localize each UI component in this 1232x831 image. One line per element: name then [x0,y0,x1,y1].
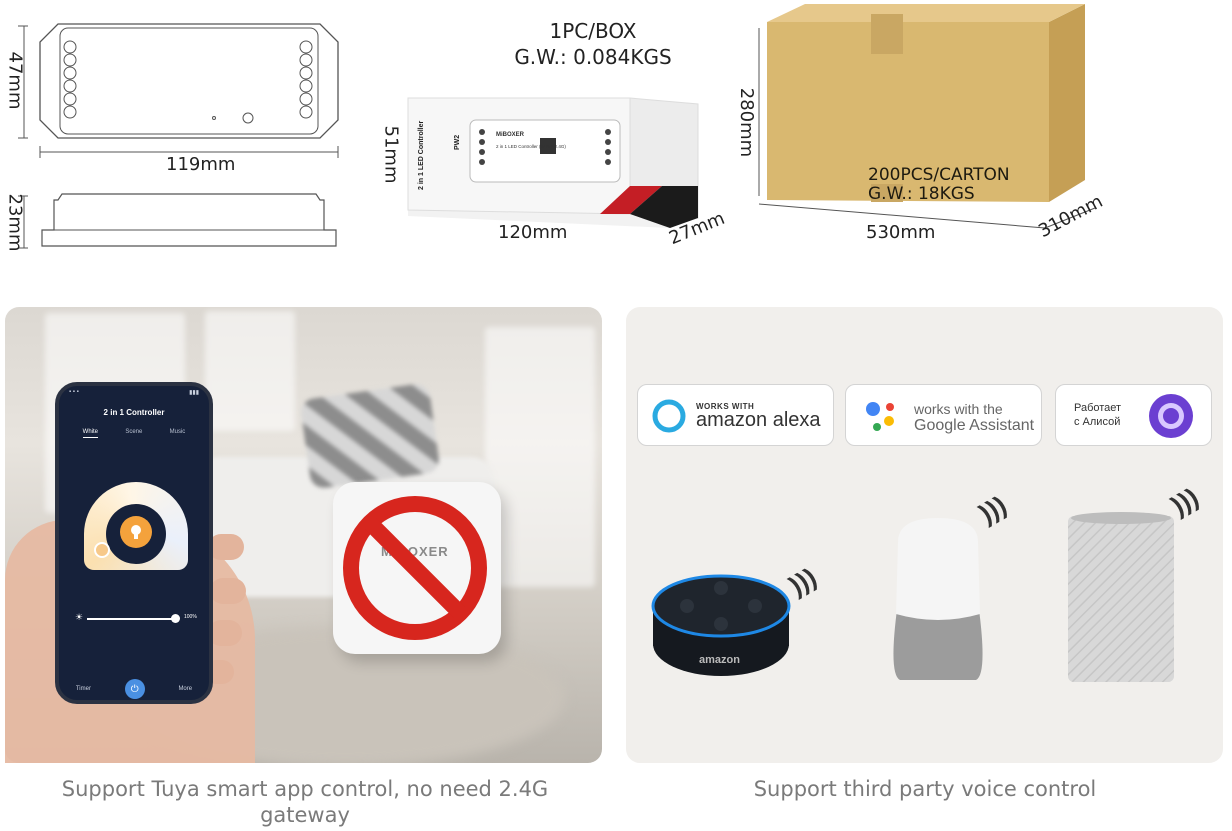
carton-height-label: 280mm [736,87,758,158]
controller-top-drawing [38,22,340,140]
caption-app-control: Support Tuya smart app control, no need … [61,777,549,827]
tab-scene[interactable]: Scene [125,429,143,435]
box-side-title: 2 in 1 LED Controller [418,120,425,190]
box-product-name: 2 in 1 LED Controller (WiFi + 2.4G) [496,144,566,149]
power-icon[interactable]: ⏻ [124,679,145,699]
alice-logo-icon [1149,394,1193,438]
alexa-works-with: WORKS WITH [696,402,755,411]
phone-status-bar: ▪ ▪ ▪▮▮▮ [69,389,199,396]
timer-button[interactable]: Timer [75,686,91,692]
box-quantity: 1PC/BOX [549,19,637,43]
google-badge: works with the Google Assistant [845,384,1042,446]
pillow [299,382,441,490]
carton-quantity: 200PCS/CARTON [868,165,1010,185]
box-weight: G.W.: 0.084KGS [514,45,672,69]
caption-voice-control: Support third party voice control [753,777,1097,801]
tab-music[interactable]: Music [169,429,186,435]
google-assistant-name: Google Assistant [914,417,1035,434]
alexa-name: amazon alexa [696,409,821,431]
finger [208,620,242,646]
controller-width-label: 119mm [166,154,236,175]
box-width-label: 120mm [498,222,568,243]
phone: ▪ ▪ ▪▮▮▮ 2 in 1 Controller White Scene M… [55,382,213,704]
brightness-value: 100% [184,614,197,620]
bulb-icon [120,516,152,548]
alice-badge: Работает с Алисой [1055,384,1212,446]
box-model: PW2 [454,134,461,150]
app-bottom-bar: Timer ⏻ More [59,674,209,700]
controller-width-marker [38,145,340,158]
carton-image [745,0,1115,250]
echo-dot-speaker: amazon [651,572,793,680]
dial-knob[interactable] [94,542,110,558]
room-window [485,327,595,587]
tab-white[interactable]: White [82,429,98,438]
room-window [205,311,295,431]
controller-height-label: 47mm [4,51,26,110]
app-tabs: White Scene Music [59,429,209,438]
google-works-with: works with the [914,401,1003,417]
brightness-slider-thumb[interactable] [171,614,180,623]
box-height-label: 51mm [380,125,402,184]
alice-line2: с Алисой [1074,416,1121,428]
google-home-speaker [886,514,990,684]
google-assistant-icon [866,402,894,431]
alexa-badge: WORKS WITH amazon alexa [637,384,834,446]
echo-brand: amazon [699,654,740,666]
finger [208,534,244,560]
finger [210,578,246,604]
box-packing-info: 1PC/BOX G.W.: 0.084KGS [508,18,678,70]
alice-line1: Работает [1074,402,1122,414]
carton-packing-info: 200PCS/CARTON G.W.: 18KGS [868,166,1010,204]
no-gateway-icon [343,496,487,640]
controller-depth-label: 23mm [4,193,26,252]
controller-side-drawing [38,190,340,252]
more-button[interactable]: More [178,686,193,692]
retail-box-image: MiBOXER 2 in 1 LED Controller (WiFi + 2.… [400,90,700,230]
app-title: 2 in 1 Controller [103,408,165,417]
carton-weight: G.W.: 18KGS [868,184,975,204]
carton-width-label: 530mm [866,222,936,243]
box-brand: MiBOXER [496,132,525,138]
yandex-station-speaker [1064,508,1178,686]
color-temperature-dial[interactable] [84,482,188,570]
alexa-logo-icon [652,399,686,433]
gateway-device: MiBOXER [333,482,501,654]
brightness-slider[interactable] [87,618,175,620]
brightness-icon: ☀ [75,612,84,622]
